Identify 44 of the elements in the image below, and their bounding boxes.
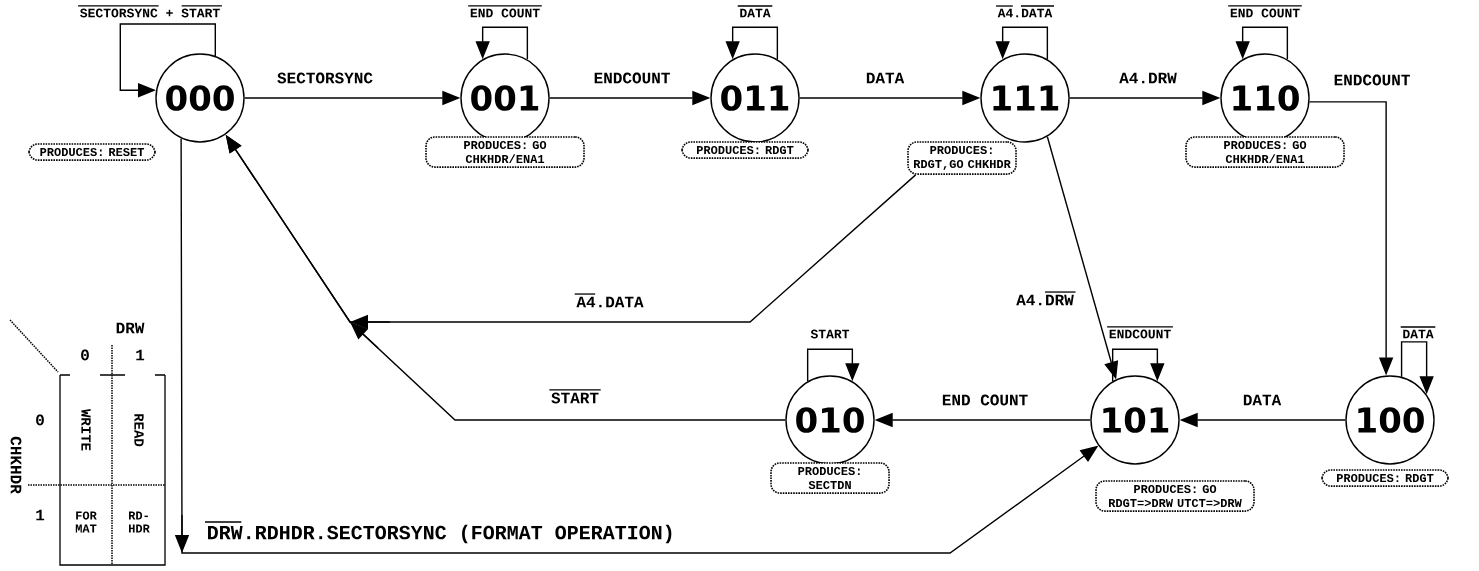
operation-label: FOR MAT [75, 511, 97, 533]
edge-label: DATA [864, 71, 906, 85]
edge-label: START [809, 328, 851, 340]
arrow [806, 348, 860, 382]
output-box: PRODUCES: SECTDN [770, 462, 890, 494]
edge-label: A4.DATA [574, 293, 645, 309]
edge-label: A4.DRW [1015, 291, 1077, 307]
edge-label: A4.DRW [1118, 71, 1178, 85]
edge-label: ENDCOUNT [592, 71, 672, 85]
edge-label: DATA [1400, 326, 1436, 340]
arrow [119, 23, 216, 98]
arrow [475, 26, 529, 60]
output-box: PRODUCES: GO CHKHDR/ENA1 [1185, 136, 1345, 168]
edge-label: DATA [1241, 393, 1283, 407]
edge-label: SECTORSYNC [276, 71, 374, 85]
edge-label: END COUNT [1227, 5, 1303, 19]
edge-label: END COUNT [940, 393, 1030, 407]
output-box: PRODUCES: RDGT [1321, 469, 1449, 487]
edge-label: START [548, 389, 602, 405]
axis-label: DRW [116, 322, 145, 334]
arrow [1235, 26, 1289, 60]
arrow [725, 26, 779, 60]
edge-label: ENDCOUNT [1332, 73, 1412, 87]
output-box: PRODUCES: GO RDGT=>DRW UTCT=>DRW [1095, 480, 1255, 512]
output-box: PRODUCES: RDGT,GO CHKHDR [907, 141, 1017, 175]
arrow [995, 26, 1049, 60]
edge-label: SECTORSYNC + START [77, 5, 223, 19]
operation-label: WRITE [81, 409, 91, 451]
operation-label: READ [134, 414, 144, 447]
edge-label: END COUNT [467, 5, 543, 19]
bit-value: 1 [36, 509, 45, 521]
edge-label: DRW.RDHDR.SECTORSYNC (FORMAT OPERATION) [204, 521, 676, 545]
arrow [1111, 348, 1165, 382]
output-box: PRODUCES: RDGT [681, 141, 809, 159]
output-box: PRODUCES: RESET [28, 143, 156, 161]
output-box: PRODUCES: GO CHKHDR/ENA1 [425, 136, 585, 168]
operation-label: RD- HDR [129, 511, 150, 533]
bit-value: 0 [36, 414, 44, 426]
bit-value: 1 [136, 349, 145, 361]
edge-label: DATA [737, 5, 773, 19]
edge-label: A4.DATA [995, 5, 1055, 19]
bit-value: 0 [81, 349, 89, 361]
axis-label: CHKHDR [10, 436, 22, 494]
edge-label: ENDCOUNT [1106, 326, 1174, 340]
